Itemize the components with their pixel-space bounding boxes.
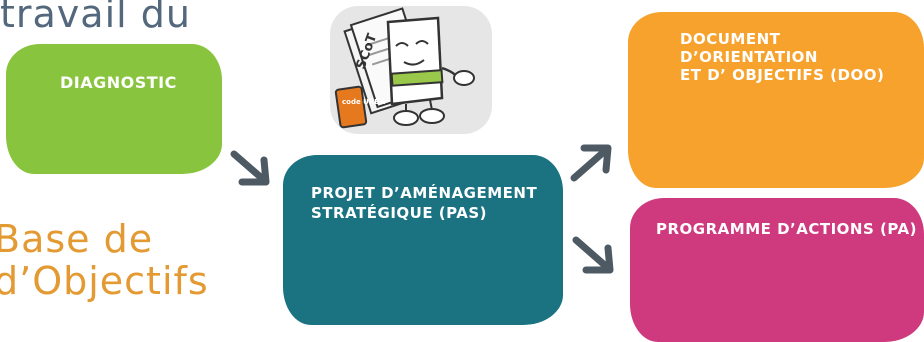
doo-box: DOCUMENT D’ORiENTATiON ET D’ OBJECTiFS (… bbox=[628, 12, 924, 188]
heading-top: travail du bbox=[0, 0, 191, 36]
pa-label: PROGRAMME D’ACTiONS (PA) bbox=[656, 220, 917, 238]
arrow-pas-to-pa bbox=[572, 236, 614, 274]
heading-bottom: Base de d’Objectifs bbox=[0, 218, 209, 302]
heading-bottom-line2: d’Objectifs bbox=[0, 259, 209, 303]
doo-label: DOCUMENT D’ORiENTATiON ET D’ OBJECTiFS (… bbox=[680, 30, 885, 84]
pas-label: PROJET D’AMÉNAGEMENT STRATÉGIQUE (PAS) bbox=[311, 184, 538, 222]
arrow-pas-to-doo bbox=[570, 144, 612, 182]
scot-mascot-illustration: SCoT code URBA bbox=[330, 6, 492, 134]
pas-box: PROJET D’AMÉNAGEMENT STRATÉGIQUE (PAS) bbox=[283, 155, 563, 325]
diagnostic-label: DiAGNoSTiC bbox=[60, 73, 177, 92]
arrow-diagnostic-to-pas bbox=[230, 150, 270, 186]
code-urba-book-label: code URBA bbox=[342, 98, 386, 106]
scot-mascot-icon: SCoT code URBA bbox=[334, 7, 475, 129]
pa-box: PROGRAMME D’ACTiONS (PA) bbox=[630, 198, 924, 342]
heading-bottom-line1: Base de bbox=[0, 217, 154, 261]
diagnostic-box: DiAGNoSTiC bbox=[6, 44, 222, 174]
